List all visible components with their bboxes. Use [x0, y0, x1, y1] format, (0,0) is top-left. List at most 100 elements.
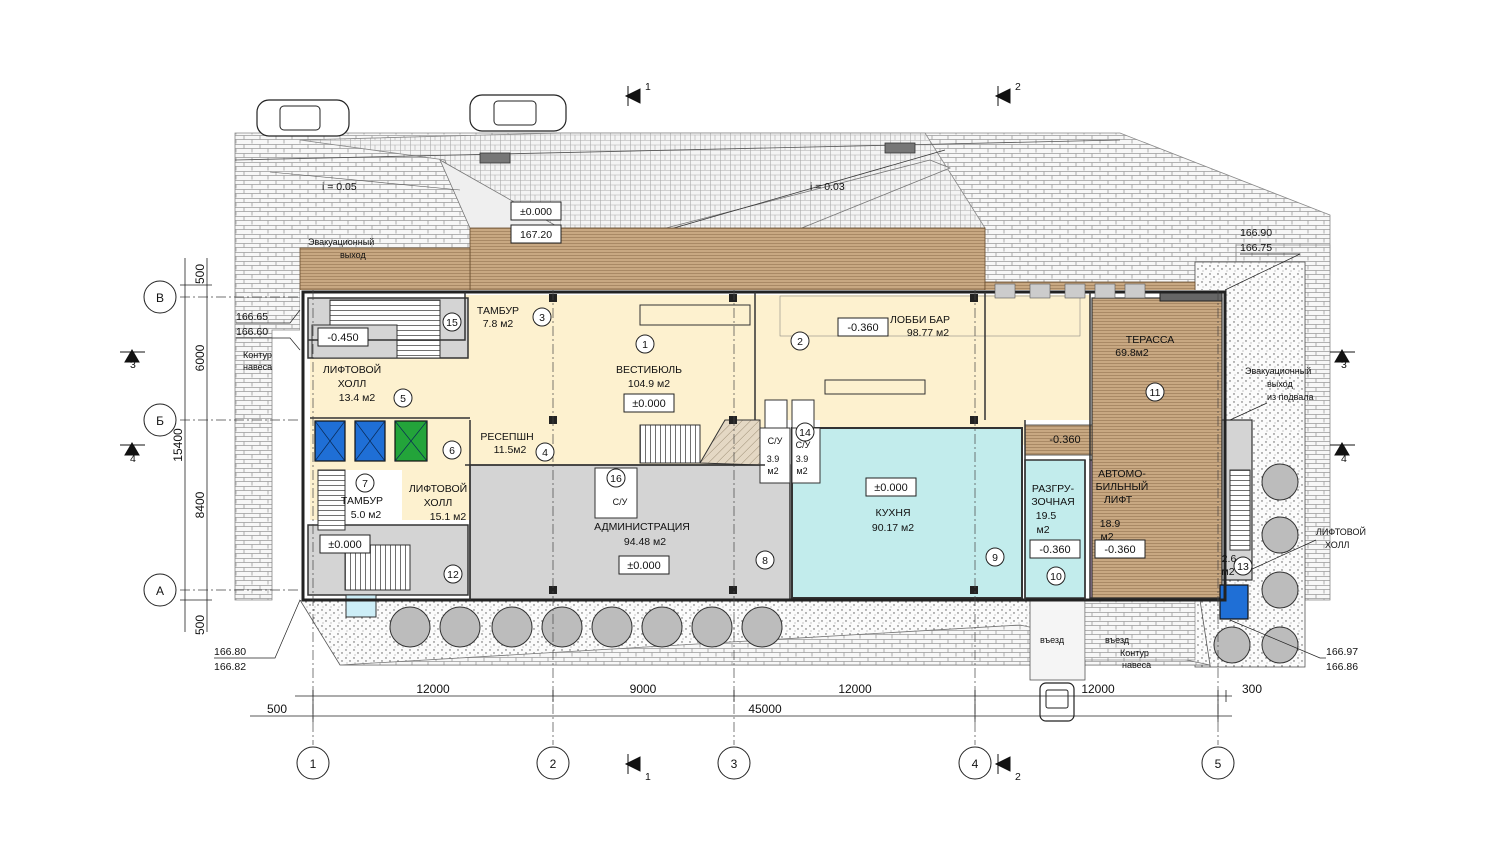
wc-1-name: С/У — [768, 436, 783, 446]
room-9-area: 90.17 м2 — [872, 522, 914, 534]
entry-level-abs: 167.20 — [520, 229, 552, 241]
level-bl-2: 166.82 — [214, 661, 246, 673]
axis-label-4: 4 — [972, 757, 979, 771]
dim-8400: 8400 — [193, 491, 207, 518]
level-room-15: -0.450 — [327, 332, 358, 344]
level-room-11: -0.360 — [1049, 434, 1080, 446]
room-7b-name-2: ХОЛЛ — [424, 497, 453, 509]
car-lift-name-2: БИЛЬНЫЙ — [1096, 480, 1149, 493]
room-4-area: 11.5м2 — [494, 444, 527, 456]
dim-bottom-500: 500 — [193, 615, 207, 635]
dim-top-500: 500 — [193, 264, 207, 284]
axis-label-3: 3 — [731, 757, 738, 771]
room-number-circles — [355, 307, 1253, 586]
dim-45000: 45000 — [748, 702, 782, 716]
room-5-name-2: ХОЛЛ — [338, 378, 367, 390]
level-car-lift: -0.360 — [1104, 544, 1135, 556]
level-tr-2: 166.75 — [1240, 242, 1272, 254]
note-evac-top-1: Эвакуационный — [308, 237, 374, 247]
axis-label-2: 2 — [550, 757, 557, 771]
note-entry-1: въезд — [1040, 635, 1065, 645]
dim-15400: 15400 — [171, 428, 185, 462]
level-room-8: ±0.000 — [627, 560, 661, 572]
room-9-number: 9 — [992, 552, 998, 564]
level-room-1: ±0.000 — [632, 398, 666, 410]
level-br-1: 166.97 — [1326, 646, 1358, 658]
room-5-number: 5 — [400, 393, 406, 405]
car-lift-area-2: м2 — [1100, 531, 1113, 543]
section-4-left: 4 — [130, 453, 136, 465]
level-stairs: ±0.000 — [328, 539, 362, 551]
note-lift-hall-right-2: ХОЛЛ — [1325, 540, 1350, 550]
section-1-top: 1 — [645, 81, 651, 93]
wc-2-area-2: м2 — [796, 466, 807, 476]
car-lift-name-1: АВТОМО- — [1098, 468, 1146, 480]
room-8-area: 94.48 м2 — [624, 536, 666, 548]
wc-2-name: С/У — [796, 440, 811, 450]
room-3-area: 7.8 м2 — [483, 318, 514, 330]
room-13-area-1: 2.6 — [1222, 553, 1237, 565]
leader-lines — [214, 253, 1326, 659]
dim-12000-b: 12000 — [838, 682, 872, 696]
entry-level-zero: ±0.000 — [520, 206, 552, 218]
level-bl-1: 166.80 — [214, 646, 246, 658]
room-1-area: 104.9 м2 — [628, 378, 670, 390]
tree-icon — [389, 463, 1299, 664]
wc-1-area-1: 3.9 — [767, 454, 780, 464]
car-lift-area-1: 18.9 — [1100, 518, 1121, 530]
room-9-name: КУХНЯ — [875, 507, 910, 519]
note-canopy-left-2: навеса — [243, 362, 272, 372]
section-1-bottom: 1 — [645, 771, 651, 783]
level-tl-1: 166.65 — [236, 311, 268, 323]
car-lift-name-3: ЛИФТ — [1104, 494, 1133, 506]
note-canopy-bottom-1: Контур — [1120, 648, 1149, 658]
note-entry-2: въезд — [1105, 635, 1130, 645]
room-11-area: 69.8м2 — [1115, 347, 1149, 359]
note-canopy-bottom-2: навеса — [1122, 660, 1151, 670]
section-3-left: 3 — [130, 359, 136, 371]
dim-500: 500 — [267, 702, 287, 716]
room-3-name: ТАМБУР — [477, 305, 519, 317]
dimension-lines — [180, 258, 1232, 722]
room-5-name-1: ЛИФТОВОЙ — [323, 363, 381, 376]
level-boxes — [317, 317, 1146, 575]
section-3-right: 3 — [1341, 359, 1347, 371]
room-7b-name-1: ЛИФТОВОЙ — [409, 482, 467, 495]
room-10-area-1: 19.5 — [1036, 510, 1057, 522]
section-markers — [120, 86, 1355, 774]
room-12-number: 12 — [447, 569, 459, 581]
note-evac-right-1: Эвакуационный — [1245, 366, 1311, 376]
level-room-2: -0.360 — [847, 322, 878, 334]
dim-9000: 9000 — [630, 682, 657, 696]
room-16-number: 16 — [610, 473, 622, 485]
axis-bubbles — [143, 280, 1235, 780]
wc-2-area-1: 3.9 — [796, 454, 809, 464]
axis-label-1: 1 — [310, 757, 317, 771]
room-11-name: ТЕРАССА — [1126, 334, 1174, 346]
car-icon — [256, 94, 1075, 722]
dim-12000-a: 12000 — [416, 682, 450, 696]
slope-left: i = 0.05 — [322, 181, 357, 193]
room-10-area-2: м2 — [1036, 524, 1049, 536]
room-1-number: 1 — [642, 339, 648, 351]
room-7b-area: 15.1 м2 — [430, 511, 467, 523]
dim-300: 300 — [1242, 682, 1262, 696]
note-lift-hall-right-1: ЛИФТОВОЙ — [1316, 526, 1366, 537]
wc-3-name: С/У — [613, 497, 628, 507]
note-evac-top-2: выход — [340, 250, 366, 260]
level-tr-1: 166.90 — [1240, 227, 1272, 239]
level-br-2: 166.86 — [1326, 661, 1358, 673]
axis-label-a: А — [156, 584, 164, 598]
room-5-area: 13.4 м2 — [339, 392, 376, 404]
note-canopy-left-1: Контур — [243, 350, 272, 360]
level-room-10: -0.360 — [1039, 544, 1070, 556]
room-2-number: 2 — [797, 336, 803, 348]
slope-right: i = 0.03 — [810, 181, 845, 193]
wc-1-area-2: м2 — [767, 466, 778, 476]
room-3-number: 3 — [539, 312, 545, 324]
room-4-number: 4 — [542, 447, 548, 459]
room-2-area: 98.77 м2 — [907, 327, 949, 339]
room-1-name: ВЕСТИБЮЛЬ — [616, 364, 682, 376]
section-2-top: 2 — [1015, 81, 1021, 93]
